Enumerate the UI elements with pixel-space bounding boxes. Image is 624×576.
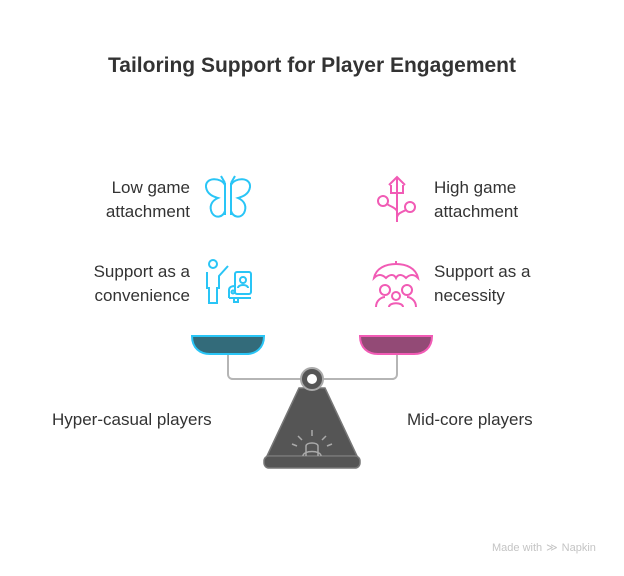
label-line: High game xyxy=(434,178,517,197)
label-line: Support as a xyxy=(93,262,190,281)
brand-text: Napkin xyxy=(561,541,596,554)
label-line: attachment xyxy=(434,202,519,221)
growth-arrow-icon xyxy=(377,175,416,222)
butterfly-icon xyxy=(205,175,251,218)
label-line: Support as a xyxy=(434,262,531,281)
made-with-text: Made with xyxy=(492,541,543,554)
napkin-logo-icon: ≫ xyxy=(546,542,558,554)
left-pan xyxy=(190,335,266,355)
high-attachment-label: High game attachment xyxy=(434,176,518,224)
person-car-icon xyxy=(206,259,252,304)
mid-core-label: Mid-core players xyxy=(407,410,533,429)
diagram-title: Tailoring Support for Player Engagement xyxy=(108,54,516,77)
hyper-casual-label: Hyper-casual players xyxy=(52,410,212,429)
alarm-icon xyxy=(291,430,333,457)
label-line: Low game xyxy=(111,178,190,197)
necessity-label: Support as a necessity xyxy=(434,260,530,308)
umbrella-family-icon xyxy=(372,261,420,308)
label-line: necessity xyxy=(434,286,505,305)
low-attachment-label: Low game attachment xyxy=(106,176,190,224)
label-line: attachment xyxy=(105,202,190,221)
scale-base xyxy=(265,387,359,457)
convenience-label: Support as a convenience xyxy=(94,260,190,308)
balance-scale xyxy=(190,335,434,469)
label-line: convenience xyxy=(94,286,190,305)
napkin-watermark: Made with ≫ Napkin xyxy=(492,541,596,555)
right-pan xyxy=(358,335,434,355)
